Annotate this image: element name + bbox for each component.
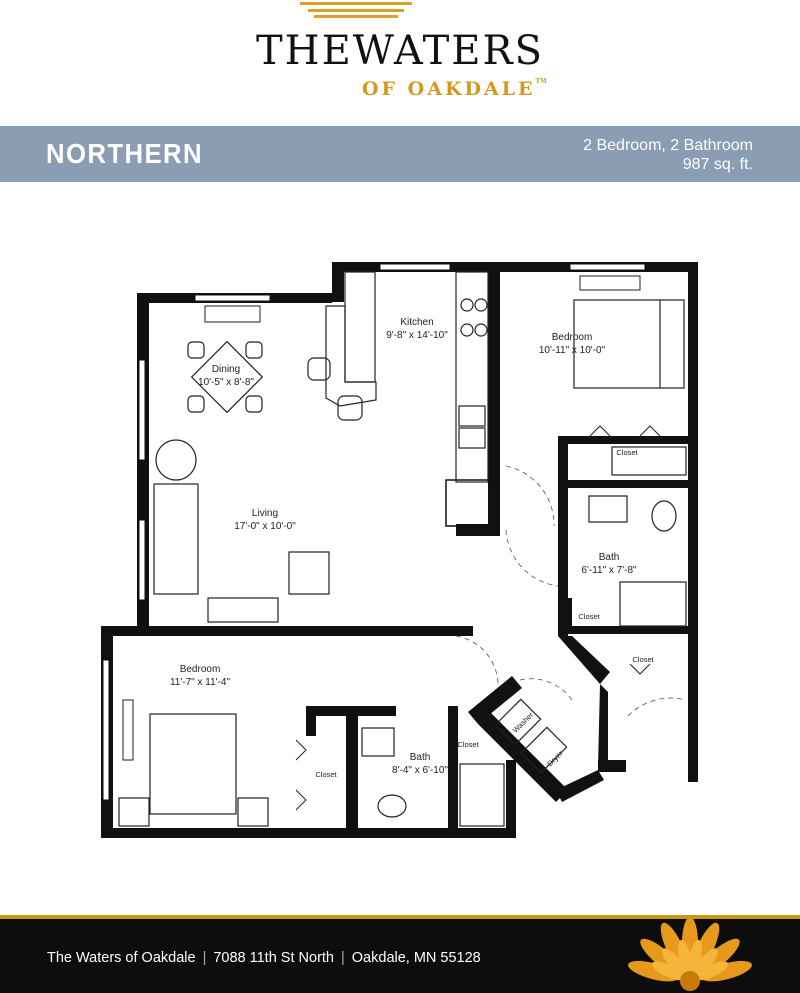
room-bedroom-left-size: 11'-7" x 11'-4" <box>169 677 231 688</box>
room-kitchen-name: Kitchen <box>400 317 434 328</box>
room-bedroom-right: Bedroom 10'-11" x 10'-0" <box>539 331 605 357</box>
brand-logo: THEWATERS OF OAKDALETM <box>0 0 800 120</box>
room-living: Living 17'-0" x 10'-0" <box>234 507 296 533</box>
trademark: TM <box>535 78 547 85</box>
plan-name: NORTHERN <box>46 138 204 169</box>
room-bedroom-right-name: Bedroom <box>551 332 593 343</box>
room-dining: Dining 10'-5" x 8'-8" <box>198 363 254 389</box>
logo-water-lines <box>300 0 420 20</box>
plan-specs: 2 Bedroom, 2 Bathroom 987 sq. ft. <box>583 136 753 174</box>
room-bath-right-size: 6'-11" x 7'-8" <box>581 565 637 576</box>
room-kitchen: Kitchen 9'-8" x 14'-10" <box>386 316 448 342</box>
room-bath-right-name: Bath <box>598 552 620 563</box>
room-living-size: 17'-0" x 10'-0" <box>234 521 296 532</box>
room-dining-name: Dining <box>211 364 241 375</box>
plan-header-band <box>0 126 800 182</box>
footer-property-name: The Waters of Oakdale <box>47 950 196 966</box>
floor-plan-drawing <box>101 262 698 838</box>
footer-accent-line <box>0 915 800 919</box>
closet-label-hall: Closet <box>632 655 654 664</box>
room-kitchen-size: 9'-8" x 14'-10" <box>386 330 448 341</box>
bedrooms-baths: 2 Bedroom, 2 Bathroom <box>583 137 753 154</box>
flower-decoration <box>628 919 752 991</box>
room-bath-left: Bath 8'-4" x 6'-10" <box>392 751 448 777</box>
footer-separator: | <box>202 950 207 966</box>
room-living-name: Living <box>251 508 279 519</box>
closet-label-bath: Closet <box>578 612 600 621</box>
room-bath-left-size: 8'-4" x 6'-10" <box>392 765 448 776</box>
brand-title: THEWATERS <box>256 28 544 74</box>
room-bedroom-left: Bedroom 11'-7" x 11'-4" <box>170 663 230 689</box>
footer-separator: | <box>341 950 345 966</box>
footer-city: Oakdale, MN 55128 <box>351 950 481 966</box>
room-bath-right: Bath 6'-11" x 7'-8" <box>581 551 636 577</box>
room-bedroom-left-name: Bedroom <box>179 664 221 675</box>
room-bath-left-name: Bath <box>409 752 431 763</box>
footer-address: The Waters of Oakdale | 7088 11th St North… <box>47 950 481 966</box>
room-dining-size: 10'-5" x 8'-8" <box>198 377 254 388</box>
room-bedroom-right-size: 10'-11" x 10'-0" <box>538 345 606 356</box>
floor-plan: Kitchen 9'-8" x 14'-10" Dining 10'-5" x … <box>0 182 800 912</box>
brand-subtitle: OF OAKDALETM <box>362 78 547 100</box>
footer: The Waters of Oakdale | 7088 11th St North… <box>0 919 800 993</box>
closet-label-laundry: Closet <box>457 740 479 749</box>
footer-street: 7088 11th St North <box>213 950 334 966</box>
square-footage: 987 sq. ft. <box>682 156 753 173</box>
closet-label-left-bedroom: Closet <box>315 770 337 779</box>
closet-label-right-bedroom: Closet <box>616 448 638 457</box>
